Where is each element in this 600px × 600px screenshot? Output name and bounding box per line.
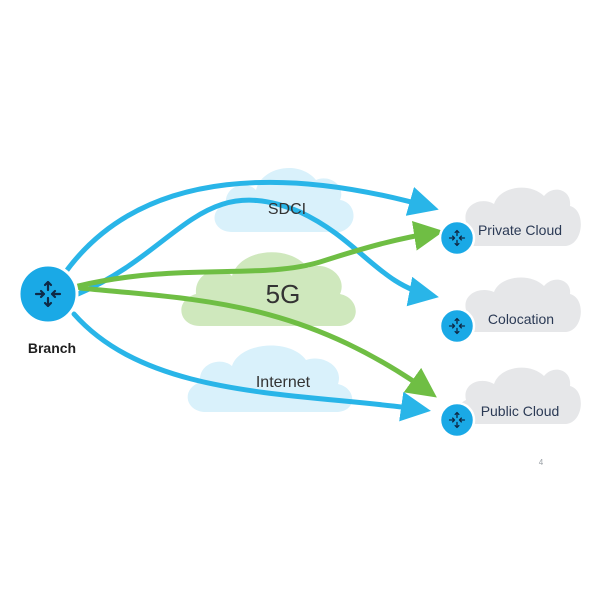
private-cloud-shape bbox=[457, 187, 581, 246]
link-branch-public-cloud-5g bbox=[77, 285, 437, 398]
colocation-cloud-shape bbox=[457, 277, 581, 332]
private-cloud-router bbox=[438, 219, 476, 257]
link-branch-colocation-sdci bbox=[75, 197, 439, 307]
public-cloud-router bbox=[438, 401, 476, 439]
colocation-router bbox=[438, 307, 476, 345]
colocation-label: Colocation bbox=[488, 311, 554, 327]
links bbox=[57, 179, 444, 422]
link-branch-private-cloud-5g bbox=[75, 220, 444, 289]
5g-cloud bbox=[181, 252, 356, 326]
branch-label: Branch bbox=[28, 340, 76, 356]
branch-router bbox=[17, 263, 79, 325]
link-branch-private-cloud-sdci bbox=[57, 179, 439, 283]
page-number: 4 bbox=[539, 458, 544, 467]
sdci-label: SDCI bbox=[268, 201, 306, 218]
internet-label: Internet bbox=[256, 374, 311, 391]
public-cloud-label: Public Cloud bbox=[481, 403, 560, 419]
link-branch-public-cloud-internet bbox=[71, 311, 431, 422]
public-cloud-shape bbox=[457, 367, 581, 424]
5g-label: 5G bbox=[266, 279, 301, 309]
private-cloud-label: Private Cloud bbox=[478, 222, 562, 238]
